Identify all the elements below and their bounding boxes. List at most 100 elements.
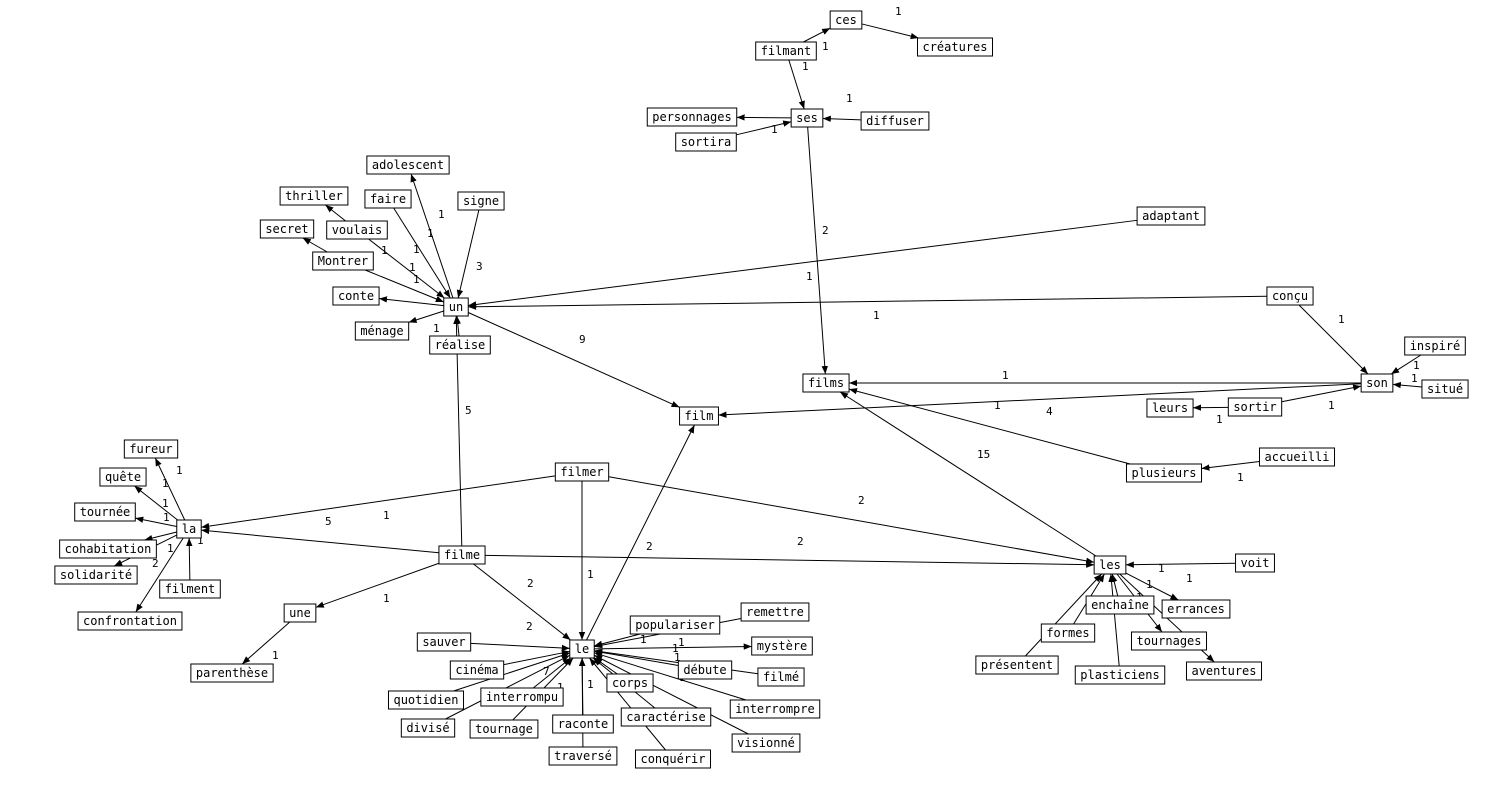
node-plasticiens: plasticiens [1074, 665, 1166, 685]
edge-weight-label: 1 [802, 60, 809, 73]
node-label: conte [338, 289, 374, 303]
node-diffuser: diffuser [860, 111, 930, 131]
edge-weight-label: 1 [771, 123, 778, 136]
node-label: voit [1241, 556, 1270, 570]
node-cohabitation: cohabitation [59, 539, 157, 559]
node-caracterise: caractérise [620, 707, 712, 727]
node-box [416, 632, 472, 652]
edge-filme-les [485, 554, 1095, 568]
edge-ses-films [807, 126, 828, 375]
node-label: voulais [332, 223, 383, 237]
edge-weight-label: 1 [587, 678, 594, 691]
node-box [1093, 555, 1127, 575]
node-box [606, 673, 654, 693]
edge-le-film [586, 424, 695, 641]
node-une: une [283, 603, 317, 623]
node-parenthese: parenthèse [190, 663, 274, 683]
node-label: secret [265, 222, 308, 236]
node-label: conçu [1272, 289, 1308, 303]
node-box [387, 690, 465, 710]
node-quete: quête [99, 467, 147, 487]
node-box [677, 660, 733, 680]
node-formes: formes [1040, 623, 1096, 643]
edge-weight-label: 1 [413, 243, 420, 256]
node-box [190, 663, 274, 683]
node-label: adolescent [372, 158, 444, 172]
edge-weight-label: 1 [383, 592, 390, 605]
node-corps: corps [606, 673, 654, 693]
node-adaptant: adaptant [1136, 206, 1206, 226]
node-label: plusieurs [1131, 466, 1196, 480]
edge-weight-label: 1 [197, 534, 204, 547]
edge-weight-label: 1 [409, 261, 416, 274]
node-box [554, 462, 610, 482]
edge-weight-label: 2 [858, 494, 865, 507]
node-box [675, 132, 737, 152]
edge-montrer-secret [302, 237, 328, 253]
node-label: plasticiens [1080, 668, 1159, 682]
node-box [1130, 631, 1208, 651]
node-label: filmé [763, 670, 799, 684]
node-filment: filment [159, 579, 221, 599]
node-label: enchaîne [1091, 598, 1149, 612]
node-label: les [1099, 558, 1121, 572]
node-signe: signe [457, 191, 505, 211]
edge-weight-label: 1 [678, 636, 685, 649]
edge-weight-label: 5 [465, 404, 472, 417]
node-label: quête [105, 470, 141, 484]
node-box [629, 615, 721, 635]
edge-divise-le [445, 654, 571, 720]
edge-weight-label: 1 [1002, 369, 1009, 382]
node-box [1235, 553, 1275, 573]
node-box [646, 107, 738, 127]
edge-weight-label: 2 [797, 535, 804, 548]
edge-sauver-le [470, 642, 570, 652]
node-box [77, 611, 183, 631]
node-les: les [1093, 555, 1127, 575]
node-box [1185, 661, 1263, 681]
node-label: sortira [681, 135, 732, 149]
node-label: ses [796, 111, 818, 125]
node-box [1125, 463, 1203, 483]
node-box [802, 373, 850, 393]
node-enchaine: enchaîne [1085, 595, 1155, 615]
edge-realise-un [454, 315, 461, 337]
edge-weight-label: 1 [822, 40, 829, 53]
edge-weight-label: 1 [1158, 562, 1165, 575]
node-populariser: populariser [629, 615, 721, 635]
node-label: situé [1427, 382, 1463, 396]
node-label: errances [1167, 602, 1225, 616]
edge-weight-label: 9 [579, 333, 586, 346]
node-box [757, 667, 805, 687]
node-errances: errances [1161, 599, 1231, 619]
node-ses: ses [790, 108, 824, 128]
node-menage: ménage [354, 321, 410, 341]
node-tournee: tournée [74, 502, 136, 522]
edge-weight-label: 1 [427, 227, 434, 240]
node-label: solidarité [60, 568, 132, 582]
edge-cinema-le [503, 649, 570, 666]
edge-une-parenthese [241, 621, 291, 665]
node-box [99, 467, 147, 487]
node-label: personnages [652, 110, 731, 124]
edge-la-confrontation [135, 537, 184, 613]
edge-weight-label: 2 [527, 577, 534, 590]
node-label: son [1366, 376, 1388, 390]
node-box [332, 286, 380, 306]
node-inspire: inspiré [1404, 336, 1466, 356]
node-box [159, 579, 221, 599]
node-label: filmer [560, 465, 603, 479]
node-label: filmant [761, 44, 812, 58]
node-box [729, 699, 821, 719]
node-secret: secret [259, 219, 315, 239]
node-sortir: sortir [1227, 397, 1283, 417]
node-quotidien: quotidien [387, 690, 465, 710]
node-label: film [685, 409, 714, 423]
node-label: tournée [80, 505, 131, 519]
node-presentent: présentent [975, 655, 1059, 675]
node-conquerir: conquérir [634, 749, 712, 769]
node-label: conquérir [640, 752, 705, 766]
node-label: faire [370, 192, 406, 206]
edge-diffuser-ses [822, 115, 862, 123]
edge-weight-label: 1 [873, 309, 880, 322]
